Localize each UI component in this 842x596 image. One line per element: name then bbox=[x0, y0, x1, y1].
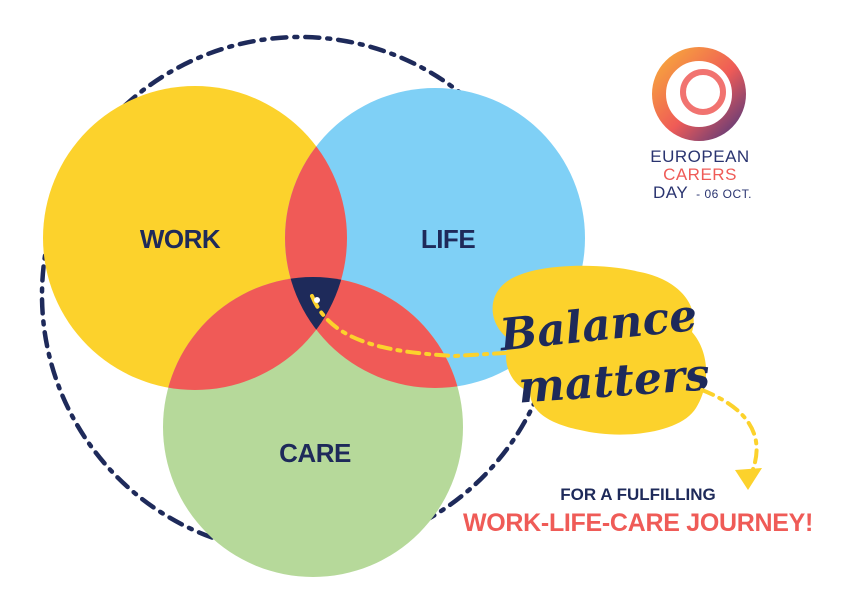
logo-line-european: EUROPEAN bbox=[650, 147, 749, 166]
care-label: CARE bbox=[279, 438, 351, 468]
arrow-head-icon bbox=[735, 468, 762, 490]
logo-line-day: DAY - 06 OCT. bbox=[653, 183, 752, 202]
logo-line-carers: CARERS bbox=[663, 165, 737, 184]
logo-day-word: DAY bbox=[653, 183, 688, 202]
center-dot bbox=[314, 297, 320, 303]
life-label: LIFE bbox=[421, 224, 475, 254]
sticker-shape bbox=[492, 265, 707, 435]
european-carers-day-logo: EUROPEAN CARERS DAY - 06 OCT. bbox=[650, 47, 752, 202]
life-care-overlap bbox=[285, 277, 463, 388]
work-care-overlap bbox=[163, 277, 347, 390]
logo-date: - 06 OCT. bbox=[696, 187, 752, 201]
work-label: WORK bbox=[140, 224, 221, 254]
balance-sticker: Balance matters bbox=[492, 265, 711, 435]
logo-ring-icon bbox=[652, 47, 746, 141]
tagline-line2: WORK-LIFE-CARE JOURNEY! bbox=[463, 509, 813, 537]
tagline-line1: FOR A FULFILLING bbox=[560, 485, 716, 504]
logo-ring-inner-icon bbox=[680, 69, 726, 115]
tagline-connector-dashed bbox=[700, 388, 759, 474]
center-connector-dashed bbox=[310, 294, 522, 359]
